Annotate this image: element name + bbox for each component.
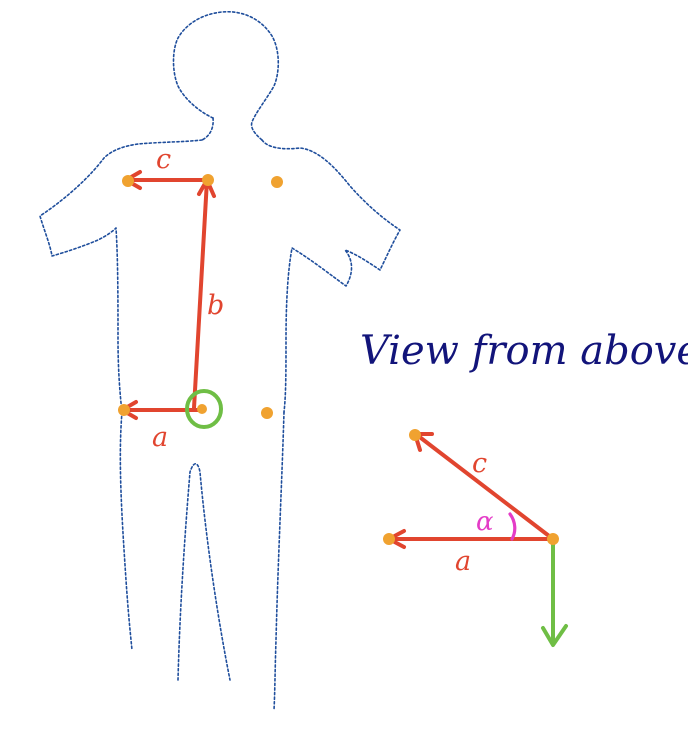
neck-joint [202, 174, 214, 186]
label-c-front: c [156, 144, 171, 175]
left-shoulder-joint [122, 175, 134, 187]
top-center-joint [547, 533, 559, 545]
label-a-front: a [152, 422, 168, 453]
top-left-joint-a [383, 533, 395, 545]
crotch-outline [177, 462, 231, 681]
right-hip-joint [261, 407, 273, 419]
vector-down-top [541, 539, 568, 647]
label-b-front: b [207, 290, 224, 321]
right-shoulder-joint [271, 176, 283, 188]
label-c-top: c [472, 448, 487, 479]
right-leg-outline [273, 411, 285, 711]
head-outline [172, 11, 280, 141]
torso-left-outline [39, 139, 203, 413]
body-outline [39, 11, 401, 711]
top-left-joint-c [409, 429, 421, 441]
vector-a-top [387, 529, 555, 549]
pelvis-highlight-circle [185, 389, 223, 429]
label-a-top: a [455, 546, 471, 577]
left-neck-outline [201, 117, 214, 141]
left-leg-outline [119, 411, 133, 651]
pelvis-joint [197, 404, 207, 414]
label-alpha: α [476, 507, 494, 537]
top-view-title: View from above [360, 328, 688, 374]
left-hip-joint [118, 404, 130, 416]
torso-right-outline [261, 139, 401, 413]
angle-arc [508, 512, 517, 541]
